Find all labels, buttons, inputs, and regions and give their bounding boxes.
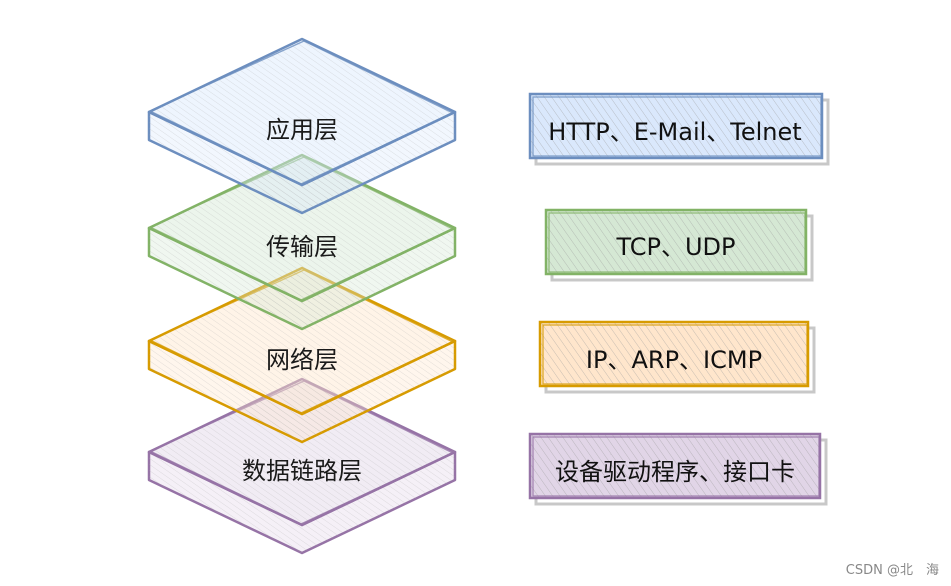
layer-label-datalink: 数据链路层 xyxy=(242,457,362,485)
protocol-box-transport xyxy=(544,208,814,282)
slab-network xyxy=(147,266,457,444)
protocols-datalink: 设备驱动程序、接口卡 xyxy=(555,458,795,486)
protocols-application: HTTP、E-Mail、Telnet xyxy=(548,118,802,146)
protocol-box-datalink xyxy=(528,432,828,506)
slab-transport xyxy=(147,153,457,331)
layer-label-application: 应用层 xyxy=(266,116,338,144)
protocol-box-network xyxy=(538,320,816,394)
protocol-box-application xyxy=(528,92,830,166)
slab-datalink xyxy=(147,377,457,555)
layer-label-network: 网络层 xyxy=(266,346,338,374)
layer-label-transport: 传输层 xyxy=(266,233,338,261)
protocols-network: IP、ARP、ICMP xyxy=(585,346,763,374)
watermark: CSDN @北 海 xyxy=(845,563,939,578)
protocols-transport: TCP、UDP xyxy=(616,233,736,261)
slab-application xyxy=(147,37,457,215)
